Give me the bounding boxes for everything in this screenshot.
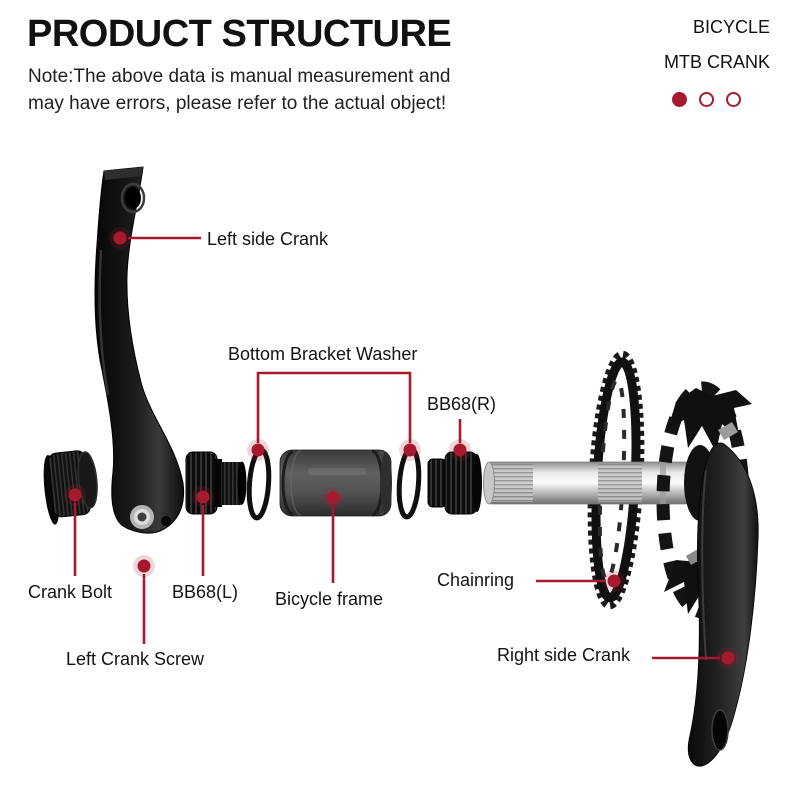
label-bottom-bracket-washer: Bottom Bracket Washer (228, 344, 418, 364)
brand-line-bicycle: BICYCLE (692, 17, 770, 37)
callout-dots (64, 227, 739, 669)
note-line-1: Note:The above data is manual measuremen… (28, 66, 451, 87)
brand-line-mtb-crank: MTB CRANK (663, 52, 770, 72)
callout-bottom-bracket-washer (256, 371, 412, 443)
pagination-dot-outline[interactable] (726, 92, 741, 107)
bicycle-frame-shell (279, 449, 392, 517)
label-left-side-crank: Left side Crank (207, 229, 329, 249)
crank-bolt-part (43, 450, 98, 525)
note-text: Note:The above data is manual measuremen… (28, 63, 450, 117)
label-crank-bolt: Crank Bolt (28, 582, 113, 602)
pagination-dot-filled[interactable] (672, 92, 687, 107)
note-line-2: may have errors, please refer to the act… (28, 93, 447, 114)
label-bicycle-frame: Bicycle frame (275, 589, 384, 609)
pagination-dot-outline[interactable] (699, 92, 714, 107)
bb68r-part (427, 451, 482, 515)
spindle-part (483, 461, 691, 505)
left-crank-arm (94, 166, 185, 534)
bb68l-part (185, 451, 247, 515)
label-bb68-l: BB68(L) (172, 582, 239, 602)
label-bb68-r: BB68(R) (427, 394, 497, 414)
label-right-side-crank: Right side Crank (497, 645, 631, 665)
label-left-crank-screw: Left Crank Screw (66, 649, 205, 669)
page-title: PRODUCT STRUCTURE (27, 13, 452, 55)
brand-block: BICYCLE MTB CRANK (664, 17, 770, 73)
right-crank-arm (656, 381, 759, 767)
pagination-dots[interactable] (672, 92, 741, 107)
label-chainring: Chainring (437, 570, 515, 590)
